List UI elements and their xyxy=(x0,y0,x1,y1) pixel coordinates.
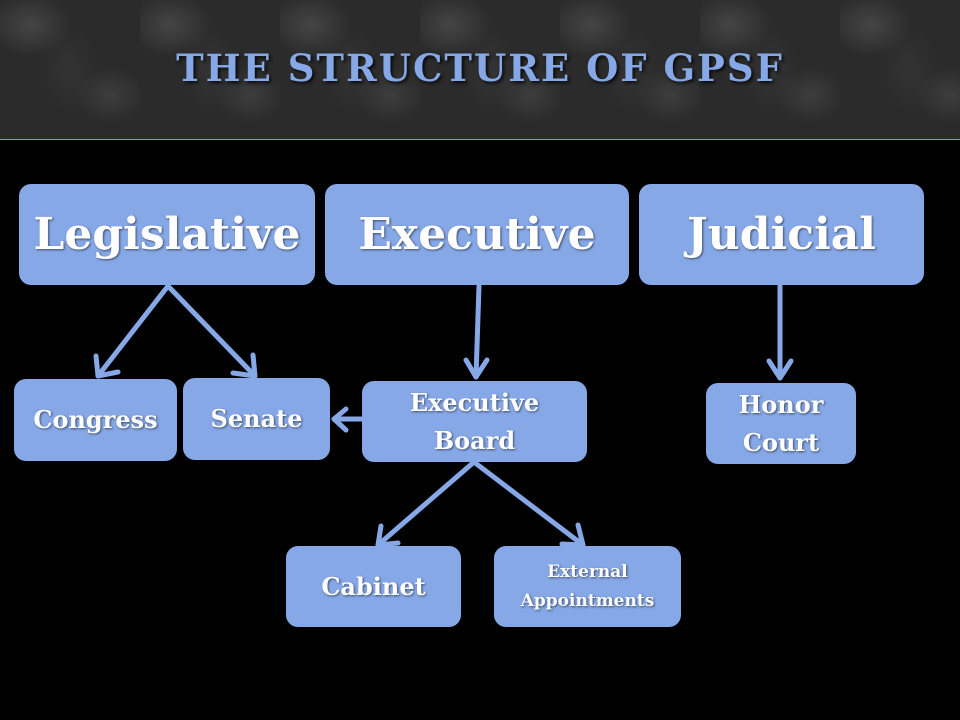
external-appointments-label-line1: External xyxy=(547,561,628,582)
congress-box: Congress xyxy=(14,379,177,461)
external-appointments-box: External Appointments xyxy=(494,546,681,627)
executive-board-label-line1: Executive xyxy=(409,388,540,418)
cabinet-box: Cabinet xyxy=(286,546,461,627)
external-appointments-label-line2: Appointments xyxy=(520,590,655,611)
executive-board-label-line2: Board xyxy=(433,425,516,455)
senate-box: Senate xyxy=(183,378,330,460)
judicial-branch-box: Judicial xyxy=(639,184,924,285)
legislative-branch-box: Legislative xyxy=(19,184,315,285)
legislative-label: Legislative xyxy=(33,209,301,260)
arrow-judicial-honor-court xyxy=(766,283,794,381)
executive-board-box: Executive Board xyxy=(362,381,587,462)
arrow-board-cabinet xyxy=(375,459,477,548)
slide-title: THE STRUCTURE OF GPSF xyxy=(176,46,784,90)
arrow-board-senate xyxy=(331,406,364,433)
honor-court-box: Honor Court xyxy=(706,383,856,464)
honor-court-label-line2: Court xyxy=(742,427,820,457)
executive-label: Executive xyxy=(358,209,596,260)
senate-label: Senate xyxy=(210,404,303,434)
title-banner: THE STRUCTURE OF GPSF xyxy=(0,0,960,140)
arrow-executive-board xyxy=(463,283,490,380)
honor-court-label-line1: Honor xyxy=(738,390,824,420)
congress-label: Congress xyxy=(33,405,158,435)
arrow-board-external xyxy=(471,459,586,548)
judicial-label: Judicial xyxy=(686,209,877,260)
executive-branch-box: Executive xyxy=(325,184,629,285)
arrow-legislative-senate xyxy=(165,283,258,379)
cabinet-label: Cabinet xyxy=(321,571,426,601)
arrow-legislative-congress xyxy=(93,283,171,379)
